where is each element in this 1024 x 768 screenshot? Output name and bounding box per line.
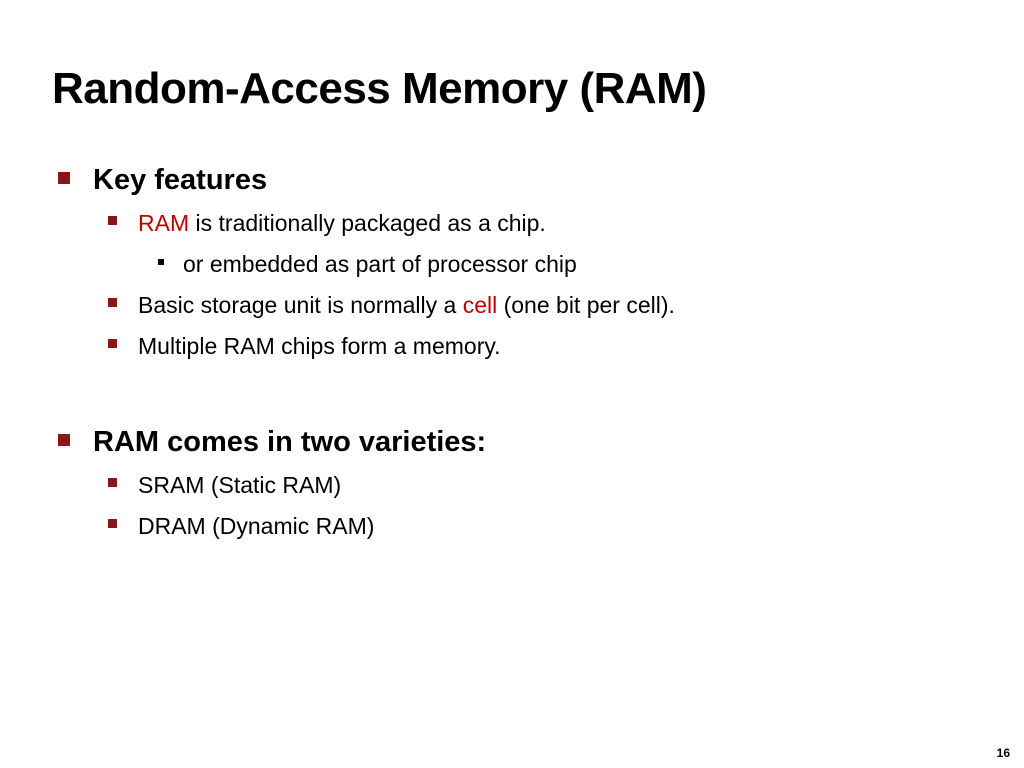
bullet-text: Multiple RAM chips form a memory. bbox=[138, 333, 501, 359]
small-square-bullet-icon bbox=[108, 478, 117, 488]
small-square-bullet-icon bbox=[108, 216, 117, 226]
square-bullet-icon bbox=[58, 172, 70, 185]
bullet-text-post: (one bit per cell). bbox=[497, 292, 675, 318]
highlight-ram: RAM bbox=[138, 210, 190, 236]
bullet-key-features: Key features bbox=[58, 166, 267, 195]
small-square-bullet-icon bbox=[108, 339, 117, 349]
bullet-text: DRAM (Dynamic RAM) bbox=[138, 513, 375, 539]
bullet-two-varieties: RAM comes in two varieties: bbox=[58, 428, 486, 457]
bullet-multiple-chips: Multiple RAM chips form a memory. bbox=[108, 335, 501, 358]
bullet-embedded: or embedded as part of processor chip bbox=[158, 253, 577, 276]
bullet-text-post: is traditionally packaged as a chip. bbox=[189, 210, 546, 236]
page-number: 16 bbox=[996, 746, 1010, 760]
section-heading: Key features bbox=[93, 164, 268, 196]
slide-title: Random-Access Memory (RAM) bbox=[52, 64, 707, 113]
bullet-text: SRAM (Static RAM) bbox=[138, 472, 342, 498]
bullet-text-pre: Basic storage unit is normally a bbox=[138, 292, 463, 318]
bullet-ram-packaged: RAM is traditionally packaged as a chip. bbox=[108, 212, 546, 235]
square-bullet-icon bbox=[58, 434, 70, 447]
bullet-sram: SRAM (Static RAM) bbox=[108, 474, 341, 497]
highlight-cell: cell bbox=[462, 292, 498, 318]
small-square-bullet-icon bbox=[108, 519, 117, 529]
small-square-bullet-icon bbox=[108, 298, 117, 308]
bullet-storage-unit: Basic storage unit is normally a cell (o… bbox=[108, 294, 675, 317]
section-heading: RAM comes in two varieties: bbox=[93, 426, 487, 458]
sub-bullet-text: or embedded as part of processor chip bbox=[183, 251, 577, 277]
bullet-dram: DRAM (Dynamic RAM) bbox=[108, 515, 374, 538]
tiny-square-bullet-icon bbox=[158, 258, 164, 265]
